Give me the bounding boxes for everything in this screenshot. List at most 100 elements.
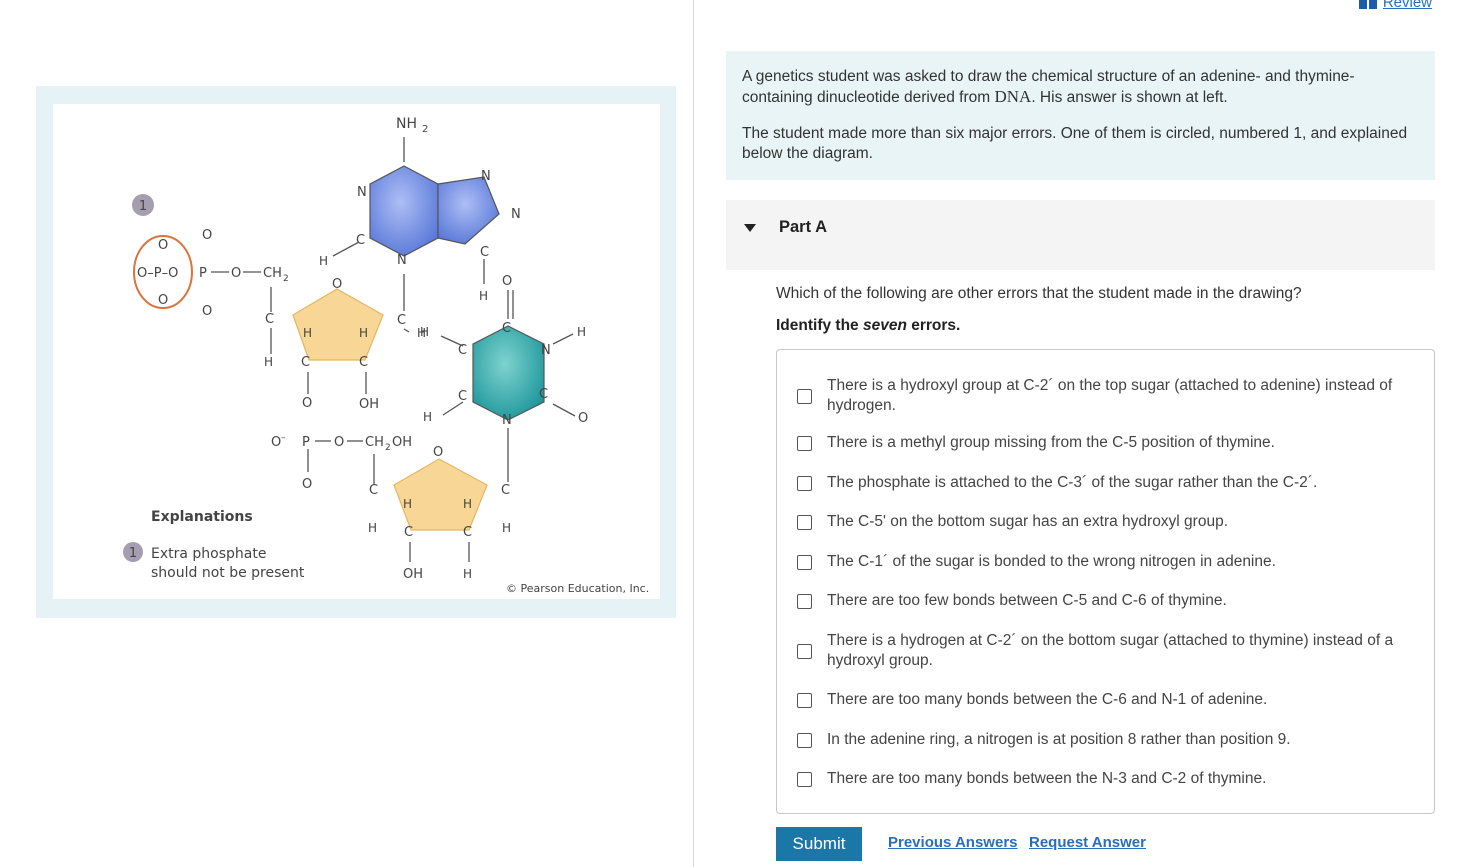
svg-text:H: H: [479, 289, 488, 303]
svg-text:H: H: [502, 521, 511, 535]
instruction-text: Identify the seven errors.: [776, 317, 961, 334]
svg-text:2: 2: [283, 274, 289, 284]
submit-button[interactable]: Submit: [776, 827, 862, 861]
checkbox[interactable]: [797, 435, 812, 451]
book-icon: [1358, 0, 1377, 9]
checkbox[interactable]: [797, 643, 812, 659]
collapse-triangle-icon[interactable]: [744, 224, 756, 232]
part-title: Part A: [779, 218, 827, 236]
request-answer-link[interactable]: Request Answer: [1029, 834, 1146, 851]
checkbox[interactable]: [797, 771, 812, 787]
n3-label: N: [397, 253, 407, 268]
explanation-marker: [123, 542, 143, 562]
intro-box: A genetics student was asked to draw the…: [726, 51, 1435, 180]
svg-text:C: C: [397, 313, 406, 328]
option-5[interactable]: The C-1´ of the sugar is bonded to the w…: [797, 552, 1407, 572]
dinucleotide-figure: 1 NH 2 N N N N C C H H O C C H H H C C O…: [53, 104, 660, 599]
svg-text:C: C: [458, 343, 467, 358]
svg-text:H: H: [368, 521, 377, 535]
svg-text:O: O: [334, 435, 344, 450]
option-1[interactable]: There is a hydroxyl group at C-2´ on the…: [797, 376, 1407, 416]
review-label[interactable]: Review: [1382, 0, 1432, 11]
svg-text:H: H: [423, 410, 432, 424]
svg-text:H: H: [417, 326, 426, 340]
svg-text:C: C: [265, 312, 274, 327]
question-text: Which of the following are other errors …: [776, 285, 1302, 302]
svg-text:C: C: [359, 355, 368, 370]
svg-text:O: O: [202, 304, 212, 319]
option-2[interactable]: There is a methyl group missing from the…: [797, 433, 1407, 453]
svg-text:OH: OH: [392, 435, 412, 450]
explanations-title: Explanations: [151, 509, 253, 525]
checkbox[interactable]: [797, 554, 812, 570]
svg-text:O: O: [231, 266, 241, 281]
option-7[interactable]: There is a hydrogen at C-2´ on the botto…: [797, 631, 1407, 671]
svg-text:C: C: [463, 525, 472, 540]
explanation-text-1: Extra phosphate: [151, 546, 266, 562]
intro-paragraph-2: The student made more than six major err…: [742, 125, 1408, 162]
option-3[interactable]: The phosphate is attached to the C-3´ of…: [797, 473, 1407, 493]
svg-text:O: O: [433, 445, 443, 460]
svg-text:C: C: [356, 233, 365, 248]
svg-text:H: H: [463, 497, 472, 511]
svg-text:1: 1: [129, 546, 137, 561]
top-sugar-oh: OH: [359, 397, 379, 412]
svg-text:N: N: [502, 413, 512, 428]
intro-paragraph-1: A genetics student was asked to draw the…: [742, 68, 1355, 106]
svg-text:H: H: [359, 326, 368, 340]
option-4[interactable]: The C-5' on the bottom sugar has an extr…: [797, 512, 1407, 532]
svg-text:C: C: [458, 389, 467, 404]
review-link[interactable]: Review: [1358, 0, 1432, 11]
option-6[interactable]: There are too few bonds between C-5 and …: [797, 591, 1407, 611]
top-sugar-ring: [292, 288, 384, 361]
thymine-ring: [472, 325, 545, 421]
svg-text:C: C: [404, 525, 413, 540]
svg-text:2: 2: [422, 124, 428, 135]
adenine-five-ring: [437, 176, 500, 245]
bottom-sugar-oh: OH: [403, 567, 423, 582]
checkbox[interactable]: [797, 388, 812, 404]
checkbox[interactable]: [797, 593, 812, 609]
checkbox[interactable]: [797, 475, 812, 491]
svg-text:H: H: [420, 325, 429, 339]
dna-term: DNA: [994, 87, 1032, 106]
svg-text:C: C: [539, 387, 548, 402]
svg-text:O: O: [271, 435, 281, 450]
nh2-label: NH: [396, 116, 417, 132]
svg-text:O: O: [332, 277, 342, 292]
svg-text:O: O: [202, 228, 212, 243]
svg-text:H: H: [577, 325, 586, 339]
structure-diagram: 1 NH 2 N N N N C C H H O C C H H H C C O…: [123, 116, 649, 595]
svg-text:O: O: [302, 396, 312, 411]
checkbox[interactable]: [797, 732, 812, 748]
error-marker: [132, 194, 154, 216]
option-9[interactable]: In the adenine ring, a nitrogen is at po…: [797, 730, 1407, 750]
svg-text:O: O: [158, 238, 168, 253]
part-a-header[interactable]: Part A: [726, 200, 1435, 270]
svg-text:P: P: [199, 266, 207, 281]
explanation-text-2: should not be present: [151, 565, 305, 581]
options-box: There is a hydroxyl group at C-2´ on the…: [776, 349, 1435, 814]
n1-label: N: [357, 185, 367, 200]
svg-text:–: –: [281, 433, 286, 443]
ch2oh-label: CH: [365, 435, 384, 450]
svg-text:P: P: [302, 435, 310, 450]
svg-text:H: H: [303, 326, 312, 340]
svg-text:O: O: [578, 411, 588, 426]
svg-text:2: 2: [385, 443, 391, 453]
option-10[interactable]: There are too many bonds between the N-3…: [797, 769, 1407, 789]
previous-answers-link[interactable]: Previous Answers: [888, 834, 1018, 851]
svg-text:H: H: [264, 355, 273, 369]
svg-text:H: H: [463, 567, 472, 581]
checkbox[interactable]: [797, 692, 812, 708]
svg-text:H: H: [319, 254, 328, 268]
svg-text:C: C: [501, 483, 510, 498]
option-8[interactable]: There are too many bonds between the C-6…: [797, 690, 1407, 710]
svg-text:O: O: [302, 477, 312, 492]
bottom-sugar-ring: [393, 458, 488, 531]
copyright: © Pearson Education, Inc.: [506, 582, 649, 595]
checkbox[interactable]: [797, 514, 812, 530]
svg-text:O: O: [158, 293, 168, 308]
n7-label: N: [481, 169, 491, 184]
circled-extra-phosphate: [133, 235, 193, 309]
